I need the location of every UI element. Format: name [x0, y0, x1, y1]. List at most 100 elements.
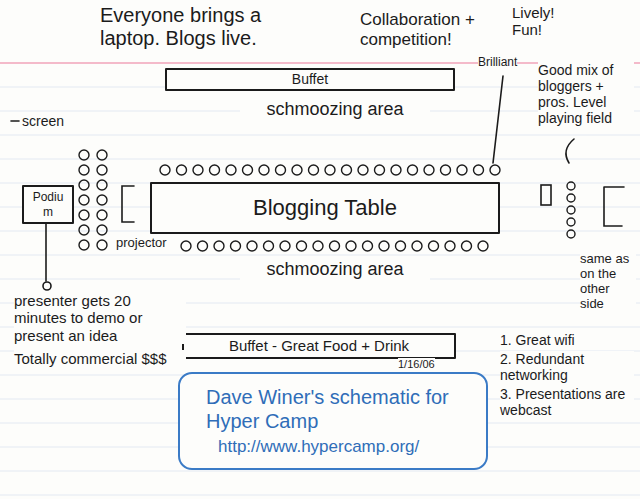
note-text: Everyone brings a laptop. Blogs live. — [100, 4, 310, 50]
chair-circle — [346, 241, 356, 251]
chair-circle — [292, 165, 302, 175]
chair-circle — [97, 195, 107, 205]
buffet-box: Buffet - Great Food + Drink — [182, 333, 456, 359]
ruled-lines — [0, 87, 640, 495]
chair-circle — [214, 241, 224, 251]
chairs — [79, 150, 575, 251]
brilliant-leader — [493, 76, 503, 163]
chair-circle — [490, 165, 500, 175]
chair-circle — [259, 165, 269, 175]
area-label: schmoozing area — [240, 99, 430, 120]
date-label: 1/16/06 — [398, 358, 435, 371]
table-box: Blogging Table — [150, 182, 500, 234]
chair-circle — [231, 241, 241, 251]
chair-circle — [342, 165, 352, 175]
box-text: Blogging Table — [156, 195, 494, 221]
ruled-line — [0, 471, 640, 472]
chair-circle — [97, 165, 107, 175]
chair-circle — [313, 241, 323, 251]
chair-circle — [309, 165, 319, 175]
chair-circle — [445, 241, 455, 251]
list-item: 2. Redundant networking — [500, 351, 634, 383]
chair-circle — [97, 150, 107, 160]
note-group: 1. Great wifi 2. Redundant networking3. P… — [500, 332, 634, 418]
part-label: projector — [116, 236, 167, 251]
chair-circle — [79, 180, 89, 190]
chair-circle — [441, 165, 451, 175]
chair-circle — [276, 165, 286, 175]
note-text: Brilliant — [478, 56, 517, 70]
chair-circle — [79, 195, 89, 205]
chair-circle — [79, 210, 89, 220]
chair-circle — [247, 241, 257, 251]
list-item: 3. Presentations are webcast — [500, 386, 634, 418]
chair-circle — [478, 241, 488, 251]
buffet-box: Buffet — [165, 68, 455, 91]
chair-circle — [198, 241, 208, 251]
chair-circle — [79, 150, 89, 160]
note-text: presenter gets 20 minutes to demo or pre… — [14, 292, 186, 344]
note-text: Totally commercial $$$ — [14, 350, 186, 367]
chair-circle — [97, 210, 107, 220]
note-text: Lively! Fun! — [512, 4, 572, 39]
chair-circle — [210, 165, 220, 175]
chair-circle — [474, 165, 484, 175]
chair-circle — [97, 180, 107, 190]
chair-circle — [330, 241, 340, 251]
chair-circle — [567, 206, 575, 214]
chair-circle — [79, 225, 89, 235]
chair-circle — [97, 225, 107, 235]
chair-circle — [424, 165, 434, 175]
chair-circle — [408, 165, 418, 175]
chair-circle — [181, 241, 191, 251]
screen-dash — [11, 120, 19, 122]
projector-bracket — [122, 186, 134, 222]
chair-circle — [396, 241, 406, 251]
chair-circle — [79, 240, 89, 250]
sketch-strokes — [11, 76, 624, 290]
chair-circle — [297, 241, 307, 251]
note-text: Good mix of bloggers + pros. Level playi… — [538, 62, 634, 126]
chair-circle — [79, 165, 89, 175]
chair-circle — [391, 165, 401, 175]
podium-box: Podium — [22, 185, 74, 224]
ruled-line — [0, 159, 640, 160]
chair-circle — [567, 218, 575, 226]
chair-circle — [358, 165, 368, 175]
ruled-line — [0, 495, 640, 496]
chair-circle — [462, 241, 472, 251]
chair-circle — [243, 165, 253, 175]
box-text: Buffet — [171, 71, 449, 88]
chair-circle — [457, 165, 467, 175]
leader-loop — [43, 282, 51, 290]
chair-circle — [412, 241, 422, 251]
box-text: Dave Winer's schematic for Hyper Camp — [184, 385, 482, 433]
podium-bracket — [604, 187, 624, 226]
chair-circle — [264, 241, 274, 251]
chair-circle — [177, 165, 187, 175]
chair-circle — [280, 241, 290, 251]
note-group: presenter gets 20 minutes to demo or pre… — [14, 292, 186, 367]
projector-box — [541, 185, 551, 205]
ruled-line — [0, 255, 640, 256]
chair-mark — [566, 139, 574, 163]
chair-circle — [567, 194, 575, 202]
chair-circle — [379, 241, 389, 251]
chair-circle — [363, 241, 373, 251]
chair-circle — [429, 241, 439, 251]
chair-circle — [193, 165, 203, 175]
part-label: screen — [22, 113, 64, 129]
chair-circle — [567, 182, 575, 190]
note-text: Collaboration + competition! — [360, 10, 510, 49]
chair-circle — [160, 165, 170, 175]
podium-leader — [45, 218, 47, 281]
chair-circle — [567, 230, 575, 238]
chair-circle — [97, 240, 107, 250]
caption-box: Dave Winer's schematic for Hyper Camphtt… — [178, 372, 488, 470]
note-text: same as on the other side — [580, 252, 636, 312]
ruled-line — [0, 135, 640, 136]
list-item: 1. Great wifi — [500, 332, 634, 348]
box-text: Buffet - Great Food + Drink — [188, 337, 450, 355]
chair-circle — [325, 165, 335, 175]
